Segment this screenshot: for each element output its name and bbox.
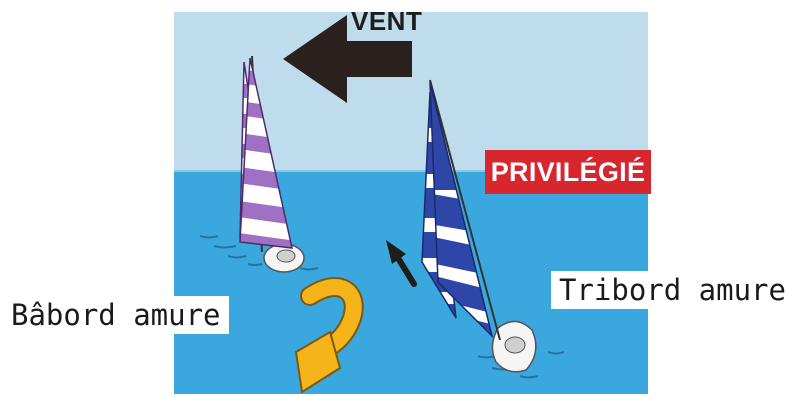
port-boat-wake xyxy=(199,235,319,271)
port-tack-label: Bâbord amure xyxy=(3,296,229,334)
wind-label: VENT xyxy=(351,6,423,36)
u-turn-arrow-icon xyxy=(294,277,364,394)
port-tack-boat xyxy=(239,55,305,273)
course-arrow-icon xyxy=(386,240,417,287)
privileged-badge: PRIVILÉGIÉ xyxy=(485,150,651,194)
starboard-tack-label: Tribord amure xyxy=(551,271,794,309)
wind-arrow-icon xyxy=(283,15,412,103)
